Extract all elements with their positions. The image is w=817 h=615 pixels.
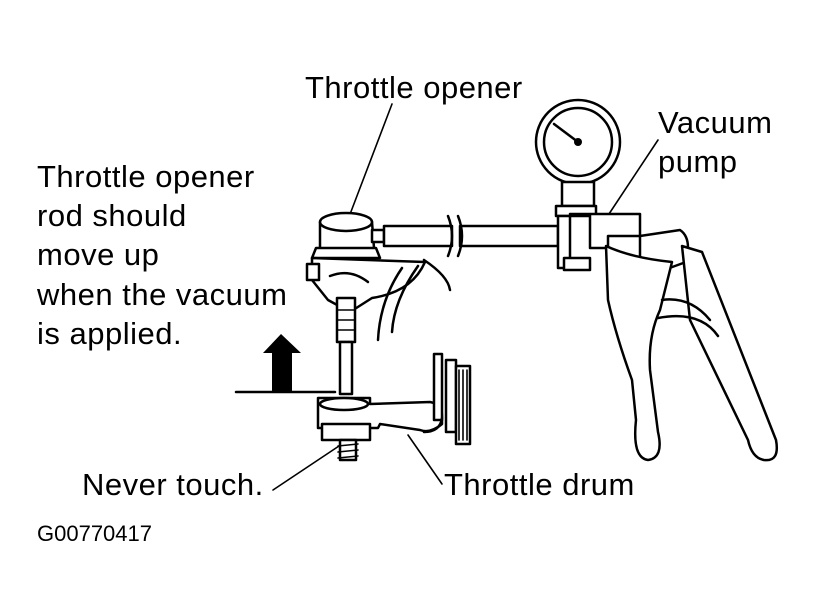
vacuum-hose: [370, 214, 560, 258]
instruction-line5: is applied.: [37, 316, 182, 351]
figure-code: G00770417: [37, 521, 152, 546]
leader-throttle-opener: [343, 103, 393, 231]
throttle-opener-rod: [338, 340, 354, 396]
pump-handle-lever: [680, 244, 778, 462]
leader-never-touch: [272, 439, 349, 491]
label-vacuum-pump-line2: pump: [658, 144, 738, 179]
instruction-line2: rod should: [37, 198, 187, 233]
vacuum-pump: [534, 98, 778, 462]
leader-throttle-drum: [407, 434, 443, 485]
instruction-line1: Throttle opener: [37, 159, 255, 194]
leader-lines: [272, 103, 659, 491]
instruction-line3: move up: [37, 237, 159, 272]
throttle-drum-assembly: [316, 352, 472, 462]
instruction-line4: when the vacuum: [36, 277, 287, 312]
label-vacuum-pump-line1: Vacuum: [658, 105, 772, 140]
up-arrow-icon: [263, 334, 301, 392]
throttle-opener: [305, 211, 427, 396]
label-throttle-drum: Throttle drum: [444, 467, 635, 502]
pump-handle-fixed: [604, 244, 674, 462]
leader-vacuum-pump: [604, 139, 659, 221]
label-never-touch: Never touch.: [82, 467, 264, 502]
label-throttle-opener: Throttle opener: [305, 70, 523, 105]
